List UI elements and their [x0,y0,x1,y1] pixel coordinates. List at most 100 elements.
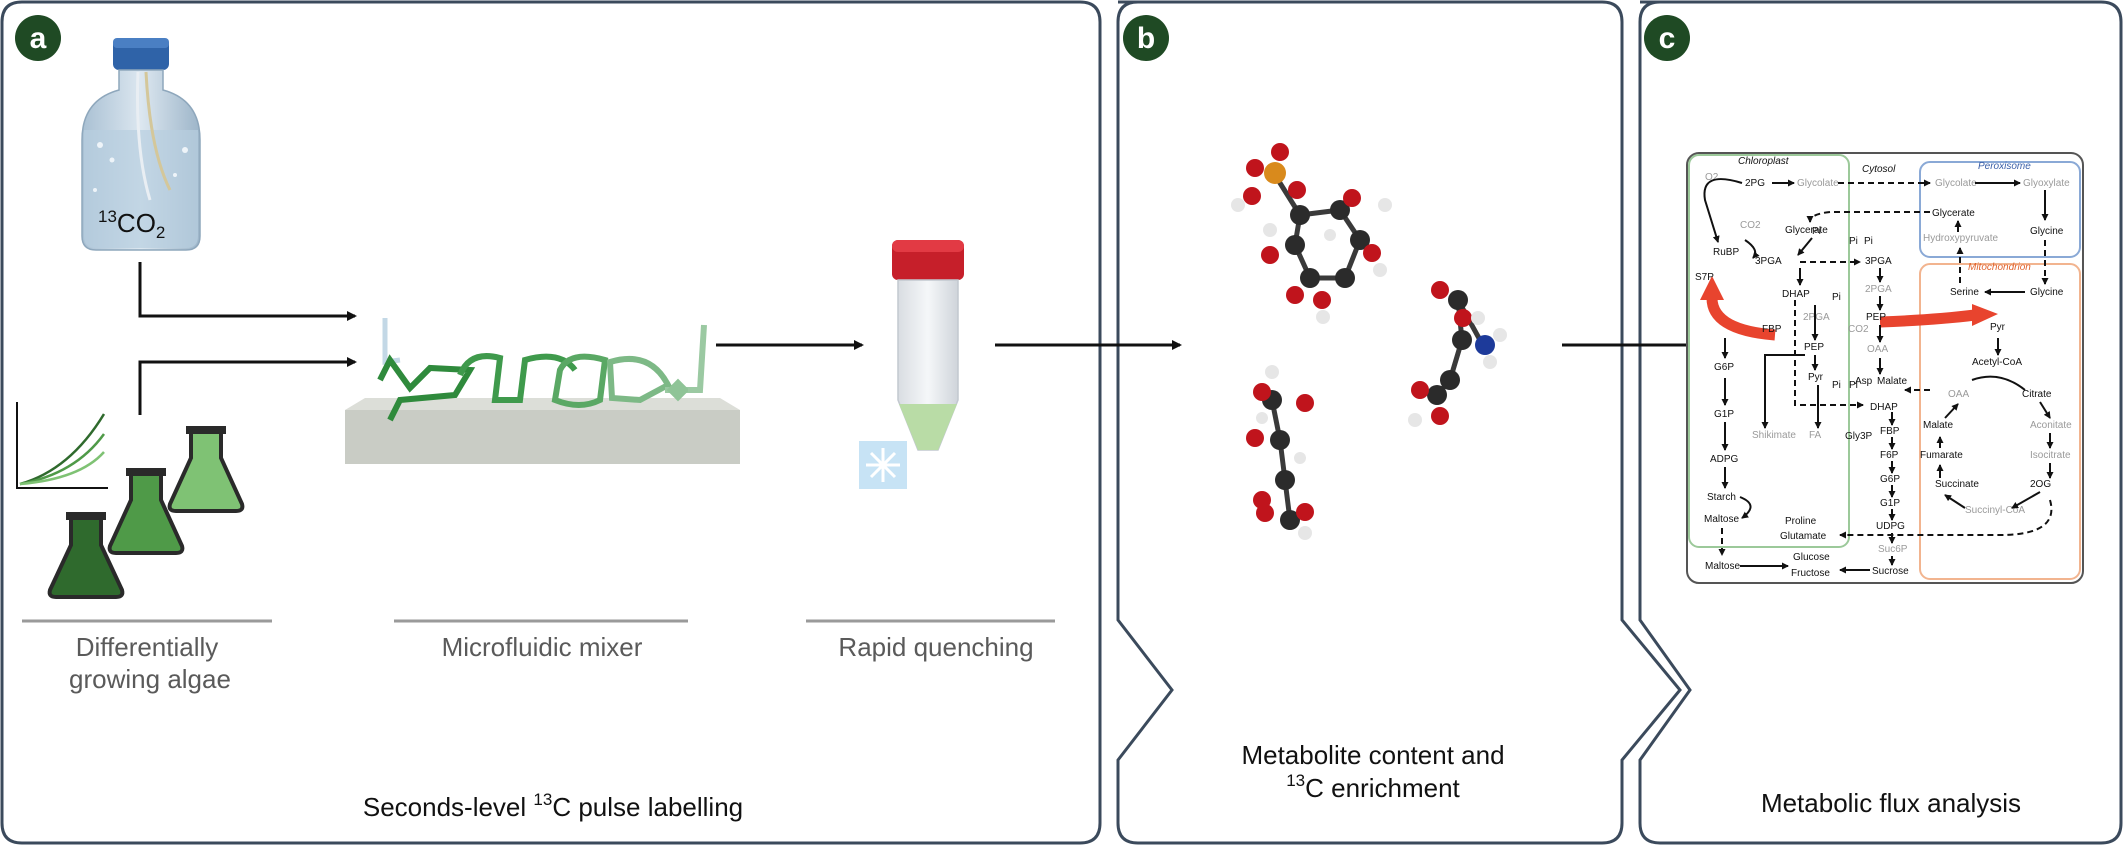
met-fumarate: Fumarate [1920,450,1963,461]
met-maltose-cyto: Maltose [1705,561,1740,572]
met-hydroxypyruvate: Hydroxypyruvate [1923,233,1998,244]
peroxisome-compartment [1919,161,2081,258]
mitochondrion-compartment [1919,263,2081,580]
met-citrate: Citrate [2022,389,2052,400]
met-glucose: Glucose [1793,552,1830,563]
met-maltose-chloro: Maltose [1704,514,1739,525]
met-fructose: Fructose [1791,568,1830,579]
met-malate-cyto: Malate [1877,376,1907,387]
arrow-algae-to-mixer [138,357,357,415]
met-g1p-cyto: G1P [1880,498,1900,509]
met-isocitrate: Isocitrate [2030,450,2071,461]
met-oaa-cyto: OAA [1867,344,1888,355]
mitochondrion-label: Mitochondrion [1968,262,2031,273]
flask-dark-icon [47,512,125,599]
met-2pga-chloro: 2PGA [1803,312,1830,323]
met-fbp-cyto: FBP [1880,426,1900,437]
chloroplast-compartment [1688,154,1850,548]
panel-a-caption-post: C pulse labelling [552,792,743,822]
stage-label-algae-line2: growing algae [69,664,231,694]
panel-a-badge: a [15,15,61,61]
co2-bottle-icon [81,38,201,251]
panel-a-caption: Seconds-level 13C pulse labelling [363,790,743,822]
panel-b-caption-line1: Metabolite content and [1241,740,1504,770]
snowflake-icon [859,441,907,489]
met-o2: O2 [1705,172,1719,183]
panel-a-caption-pre: Seconds-level [363,792,534,822]
met-rubp: RuBP [1713,247,1739,258]
met-aconitate: Aconitate [2030,420,2072,431]
met-dhap-cyto: DHAP [1870,402,1898,413]
met-2og: 2OG [2030,479,2051,490]
met-pyr-mito: Pyr [1990,322,2006,333]
met-udpg: UDPG [1876,521,1905,532]
stage-label-algae-line1: Differentially [76,632,219,662]
met-proline: Proline [1785,516,1817,527]
met-3pga-cyto: 3PGA [1865,256,1892,267]
arrow-co2-to-mixer [138,262,357,321]
stage-label-quench: Rapid quenching [838,632,1033,662]
met-fa: FA [1809,430,1822,441]
met-s7p: S7P [1695,272,1714,283]
panel-b-badge: b [1123,15,1169,61]
microfluidic-chip-icon [345,318,740,464]
pi-label-3: Pi [1864,236,1873,247]
panel-c-caption: Metabolic flux analysis [1761,788,2021,818]
panel-b-caption-line2: 13C enrichment [1286,771,1460,803]
chloroplast-label: Chloroplast [1738,156,1790,167]
co2-isotope-sup: 13 [98,207,117,226]
met-gly3p: Gly3P [1845,431,1873,442]
panel-b-frame [1116,0,1682,845]
pi-label-1: Pi [1812,226,1821,237]
met-suc6p: Suc6P [1878,544,1908,555]
stage-label-mixer: Microfluidic mixer [442,632,643,662]
met-g1p-chloro: G1P [1714,409,1734,420]
met-glycolate-perox: Glycolate [1935,178,1977,189]
met-sucrose: Sucrose [1872,566,1909,577]
co2-label: 13CO2 [98,207,165,242]
peroxisome-label: Peroxisome [1978,161,2031,172]
met-glycine-mito: Glycine [2030,287,2064,298]
met-adpg: ADPG [1710,454,1739,465]
flux-arrowhead-calvin [1700,276,1724,300]
met-pyr-chloro: Pyr [1808,372,1824,383]
growth-curve-icon [16,402,108,489]
met-asp: Asp [1855,376,1873,387]
panel-b-letter: b [1137,22,1155,55]
flask-light-icon [167,426,245,513]
panel-b-caption-sup: 13 [1286,771,1305,790]
molecule-sugar-phosphate-icon [1231,143,1392,324]
met-oaa-mito: OAA [1948,389,1969,400]
met-glycerate-perox: Glycerate [1932,208,1975,219]
met-glutamate: Glutamate [1780,531,1827,542]
quench-tube-icon [892,240,964,451]
co2-subscript: 2 [156,223,165,242]
flask-mid-icon [107,468,185,555]
cytosol-label: Cytosol [1862,164,1896,175]
met-starch: Starch [1707,492,1736,503]
flux-lines [1703,178,2054,574]
flux-arrow-mito [1879,309,1976,328]
pi-label-6: Pi [1849,380,1858,391]
met-g6p-chloro: G6P [1714,362,1734,373]
molecule-dicarboxylate-icon [1246,365,1314,540]
met-succinyl-coa: Succinyl-CoA [1965,505,2025,516]
panel-a-caption-sup: 13 [533,790,552,809]
molecule-amino-acid-icon [1408,281,1507,427]
met-malate-mito: Malate [1923,420,1953,431]
met-2pga-cyto: 2PGA [1865,284,1892,295]
met-dhap-chloro: DHAP [1782,289,1810,300]
met-co2-cyto: CO2 [1848,324,1869,335]
met-glycolate-cyto: Glycolate [1797,178,1839,189]
met-pep-chloro: PEP [1804,342,1824,353]
met-glycine-perox: Glycine [2030,226,2064,237]
met-glycerate-chloro: Glycerate [1785,225,1828,236]
met-g6p-cyto: G6P [1880,474,1900,485]
co2-formula: CO [117,208,156,238]
met-co2-chloro: CO2 [1740,220,1761,231]
met-shikimate: Shikimate [1752,430,1796,441]
met-2pg: 2PG [1745,178,1765,189]
met-serine: Serine [1950,287,1979,298]
met-fbp-chloro: FBP [1762,324,1782,335]
